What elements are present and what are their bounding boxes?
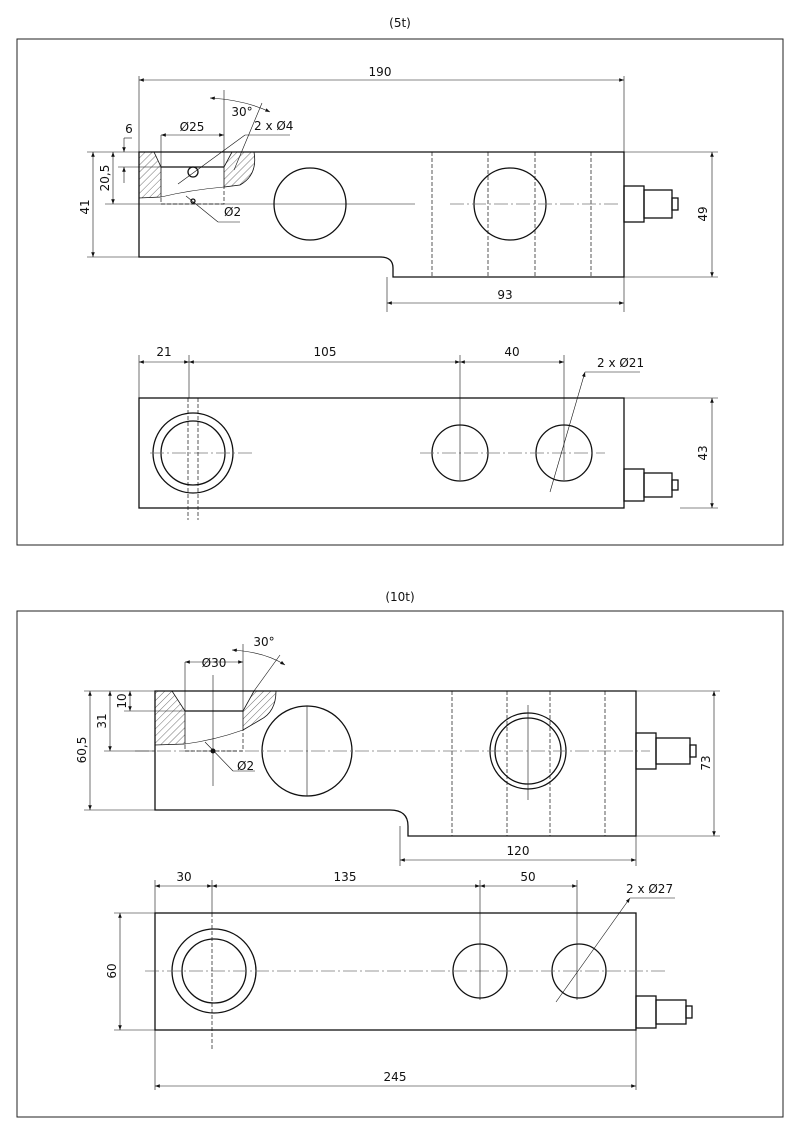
- dim-depth-top: 6: [125, 122, 133, 136]
- dim-right-length: 93: [497, 288, 512, 302]
- dim-bolt-holes: 2 x Ø21: [597, 356, 644, 370]
- dim-width: 43: [696, 445, 710, 460]
- dim-depth-10t: 31: [95, 713, 109, 728]
- dim-bolt-holes-10t: 2 x Ø27: [626, 882, 673, 896]
- panel-title-10t: (10t): [385, 590, 414, 604]
- top-view-10t: [114, 880, 693, 1090]
- dim-counterbore: Ø25: [180, 120, 205, 134]
- side-view-5t: [87, 76, 718, 312]
- dim-height-right-10t: 73: [699, 755, 713, 770]
- dim-height-left-10t: 60,5: [75, 737, 89, 764]
- dim-height-right: 49: [696, 206, 710, 221]
- dim-angle-10t: 30°: [253, 635, 274, 649]
- panel-frame-5t: [16, 38, 784, 546]
- dim-top-c-10t: 50: [520, 870, 535, 884]
- dim-pin-10t: Ø2: [237, 759, 254, 773]
- panel-frame-10t: [16, 610, 784, 1118]
- dim-depth-top-10t: 10: [115, 693, 129, 708]
- dim-counterbore-10t: Ø30: [202, 656, 227, 670]
- dim-190: 190: [369, 65, 392, 79]
- dim-top-c: 40: [504, 345, 519, 359]
- dim-right-length-10t: 120: [507, 844, 530, 858]
- dim-top-b-10t: 135: [334, 870, 357, 884]
- dim-total-length-10t: 245: [384, 1070, 407, 1084]
- top-view-5t: [138, 355, 718, 520]
- dim-height-left: 41: [78, 199, 92, 214]
- dim-pin: Ø2: [224, 205, 241, 219]
- dim-top-a-10t: 30: [176, 870, 191, 884]
- dim-width-10t: 60: [105, 963, 119, 978]
- panel-title-5t: (5t): [389, 16, 411, 30]
- side-view-10t: [84, 644, 720, 866]
- dim-angle: 30°: [231, 105, 252, 119]
- dim-top-a: 21: [156, 345, 171, 359]
- dim-holes: 2 x Ø4: [254, 119, 293, 133]
- dim-depth: 20,5: [98, 165, 112, 192]
- dim-top-b: 105: [314, 345, 337, 359]
